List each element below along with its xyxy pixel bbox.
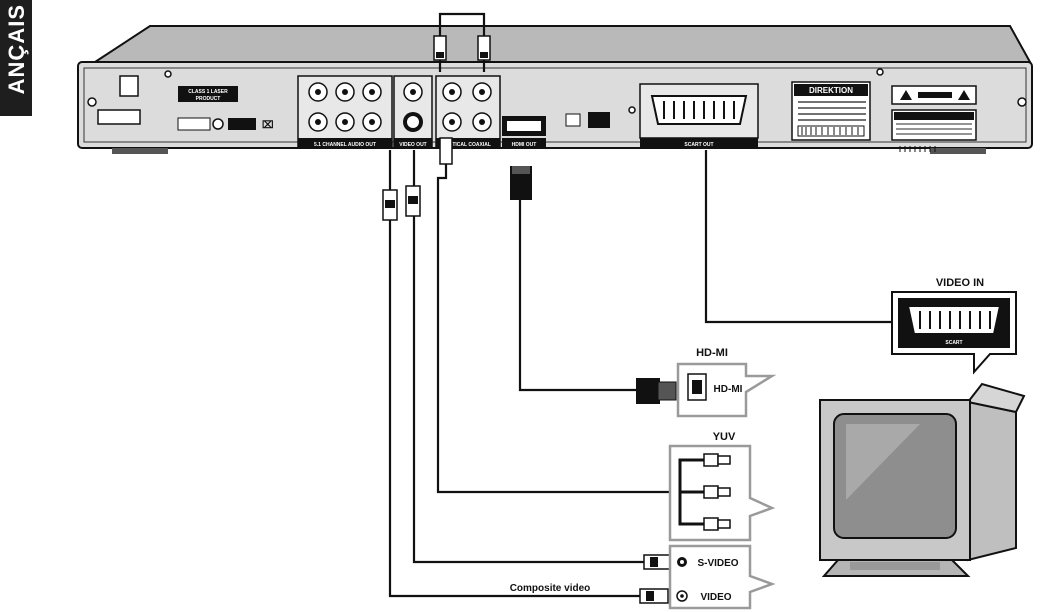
screw-icon [87, 97, 97, 107]
television [819, 382, 1026, 577]
yuv-cable [436, 150, 676, 494]
laser-class-label [178, 86, 238, 102]
scart-in-small-label: SCART [945, 340, 962, 346]
scart-in-port [906, 305, 1002, 335]
hdmi-out-label: HDMI OUT [512, 142, 537, 148]
dvd-player: CLASS 1 LASER PRODUCT ⌧ 5.1 CHANNEL AUDI… [77, 25, 1033, 154]
svideo-cable [412, 150, 660, 564]
video-label: VIDEO [700, 592, 731, 603]
composite-video-label: Composite video [510, 583, 591, 594]
scart-cable [704, 150, 894, 324]
cables [388, 12, 894, 598]
yuv-plug-icons [703, 453, 731, 531]
plug-heads [382, 35, 677, 604]
scart-out-port [650, 95, 748, 125]
video-in-title: VIDEO IN [936, 277, 984, 289]
power-socket [119, 75, 139, 97]
svideo-video-callout: S-VIDEO VIDEO [668, 544, 776, 610]
dvd-logo-icon [588, 112, 610, 128]
yuv-in-callout: YUV [668, 431, 776, 542]
composite-cable [388, 150, 640, 598]
scart-out-label: SCART OUT [684, 142, 713, 148]
digital-out-label: OPTICAL COAXIAL [445, 142, 491, 148]
language-side-tab: ANÇAIS [0, 0, 32, 116]
scart-video-in-callout: VIDEO IN SCART [891, 277, 1017, 375]
yuv-title: YUV [713, 431, 736, 443]
rear-panel [77, 61, 1033, 149]
brand-label: DIREKTION [809, 86, 853, 95]
barcode-icon [797, 125, 865, 137]
hdmi-in-label: HD-MI [714, 384, 743, 395]
weee-bin-icon: ⌧ [262, 120, 274, 131]
laser-class-text-1: CLASS 1 LASER [188, 89, 228, 95]
dolby-logo-icon [228, 118, 256, 130]
hdmi-cable [518, 196, 642, 392]
hdmi-title: HD-MI [696, 347, 728, 359]
hdmi-in-callout: HD-MI HD-MI [676, 347, 777, 418]
video-out-label: VIDEO OUT [399, 142, 427, 148]
laser-class-text-2: PRODUCT [196, 96, 221, 102]
svideo-label: S-VIDEO [697, 558, 738, 569]
hdmi-plug [510, 166, 532, 200]
audio-out-label: 5.1 CHANNEL AUDIO OUT [314, 142, 376, 148]
